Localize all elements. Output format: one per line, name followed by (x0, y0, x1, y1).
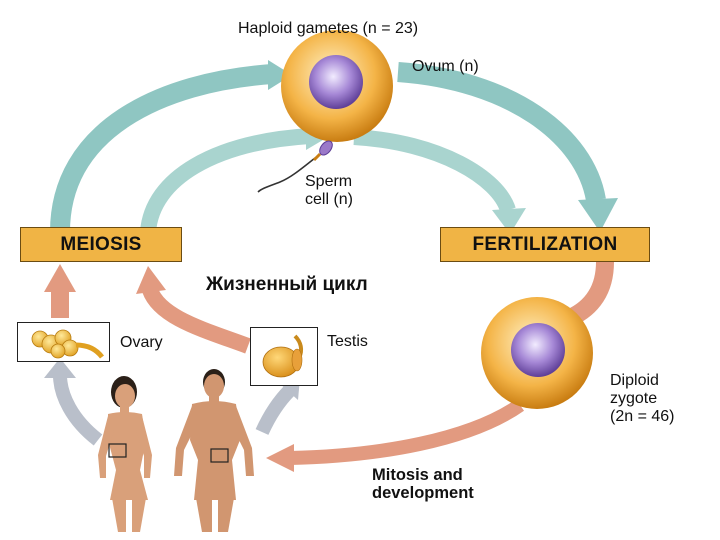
outer-cycle-arrow (50, 60, 618, 233)
sperm-icon (257, 140, 333, 193)
fertilization-label: FERTILIZATION (440, 227, 650, 262)
ovary-icon (31, 329, 104, 359)
gametes-title: Haploid gametes (n = 23) (238, 20, 419, 37)
meiosis-label: MEIOSIS (20, 227, 182, 262)
ovary-label: Ovary (120, 334, 163, 351)
zygote-cell (481, 297, 593, 409)
female-figure (98, 376, 152, 532)
life-cycle-label: Жизненный цикл (206, 274, 368, 295)
mitosis-arrow (266, 399, 525, 472)
ovum-cell (281, 30, 393, 142)
testis-label: Testis (327, 333, 368, 350)
zygote-label: Diploid zygote (2n = 46) (610, 372, 675, 425)
ovary-inset (17, 322, 110, 362)
sperm-label: Sperm cell (n) (305, 173, 354, 208)
ovum-label: Ovum (n) (412, 58, 479, 75)
testis-icon (262, 334, 304, 378)
mitosis-label: Mitosis and development (372, 466, 474, 502)
male-figure (174, 369, 254, 532)
testis-inset (250, 327, 318, 386)
gonad-to-meiosis-arrows (44, 264, 251, 354)
